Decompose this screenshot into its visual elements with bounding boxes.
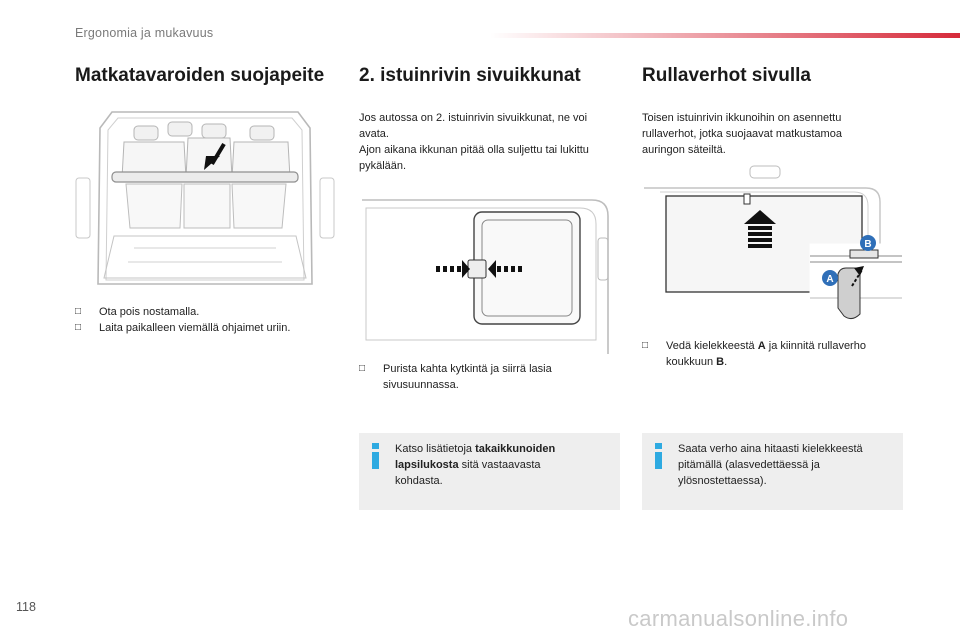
info-icon (369, 443, 381, 469)
side-windows-intro: Jos autossa on 2. istuinrivin sivuikkuna… (359, 112, 589, 172)
list-item: □Ota pois nostamalla. (75, 306, 200, 318)
check-box-icon: □ (75, 306, 82, 317)
watermark: carmanualsonline.info (628, 606, 849, 631)
info-text: Saata verho aina hitaasti kielekkeestä p… (678, 443, 863, 487)
luggage-cover-illustration (74, 108, 336, 286)
list-item: □Laita paikalleen viemällä ohjaimet urii… (75, 322, 291, 334)
sun-blinds-intro: Toisen istuinrivin ikkunoihin on asennet… (642, 112, 842, 156)
check-box-icon: □ (359, 363, 366, 374)
callout-b: B (864, 239, 871, 250)
running-header: Ergonomia ja mukavuus (75, 26, 214, 40)
sun-blinds-steps: □ Vedä kielekkeestä A ja kiinnitä rullav… (642, 338, 912, 370)
check-box-icon: □ (75, 322, 82, 333)
info-box-child-lock: Katso lisätietoja takaikkunoiden lapsilu… (359, 433, 620, 510)
luggage-cover-steps: □Ota pois nostamalla. □Laita paikalleen … (75, 304, 345, 336)
sun-blind-illustration: B A (640, 162, 904, 332)
section-title-side-windows: 2. istuinrivin sivuikkunat (359, 65, 581, 86)
info-box-slow-operation: Saata verho aina hitaasti kielekkeestä p… (642, 433, 903, 510)
header-accent-line (490, 33, 960, 38)
check-box-icon: □ (642, 340, 649, 351)
info-text: Katso lisätietoja takaikkunoiden lapsilu… (395, 443, 556, 487)
page-number: 118 (16, 600, 36, 614)
section-title-luggage-cover: Matkatavaroiden suojapeite (75, 65, 325, 86)
side-windows-steps: □ Purista kahta kytkintä ja siirrä lasia… (359, 361, 629, 393)
section-title-sun-blinds: Rullaverhot sivulla (642, 65, 811, 86)
side-window-illustration (356, 190, 622, 356)
list-item: □ Purista kahta kytkintä ja siirrä lasia… (359, 363, 552, 391)
callout-a: A (826, 274, 833, 285)
list-item: □ Vedä kielekkeestä A ja kiinnitä rullav… (642, 340, 866, 368)
info-icon (652, 443, 664, 469)
